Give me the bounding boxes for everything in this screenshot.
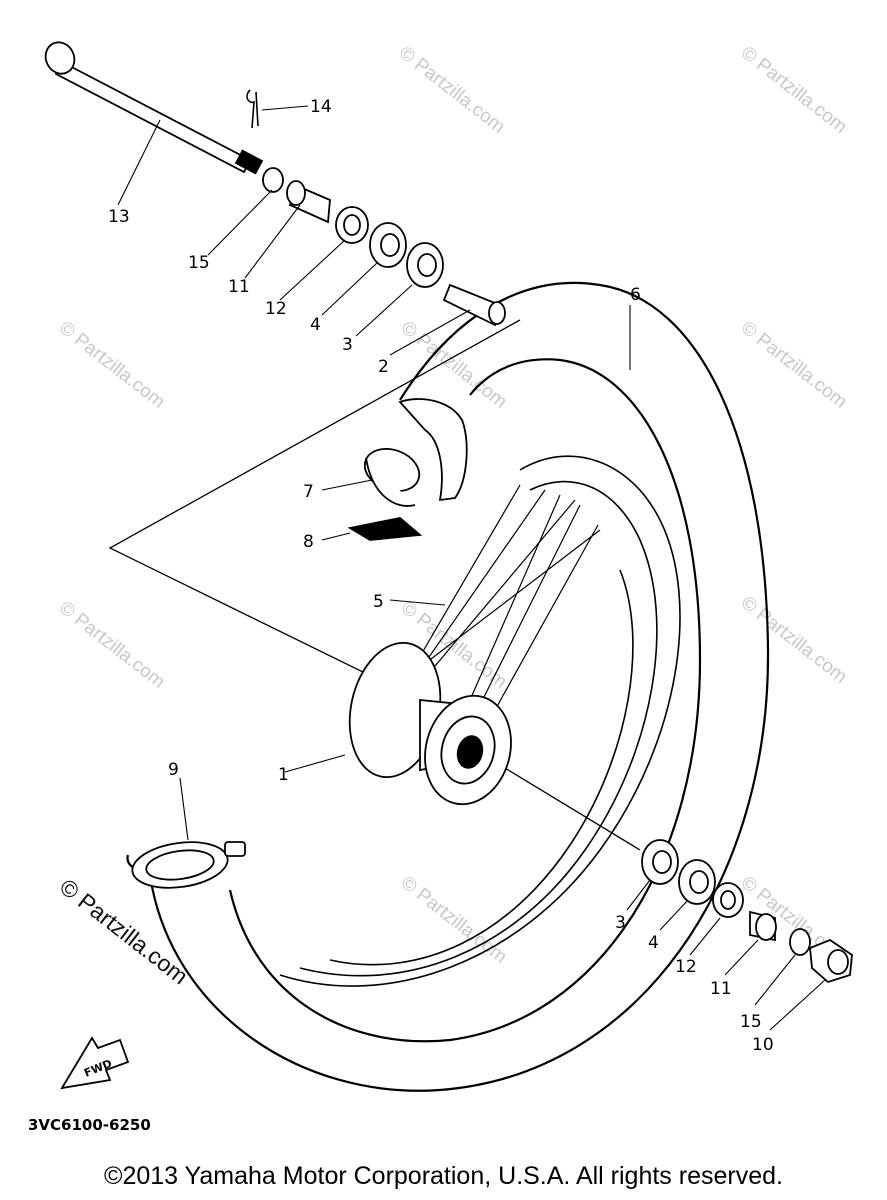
watermark: © Partzilla.com: [737, 592, 851, 687]
callout-13: 13: [108, 207, 130, 227]
copyright-notice: ©2013 Yamaha Motor Corporation, U.S.A. A…: [104, 1162, 783, 1190]
tube-section: [347, 398, 468, 541]
watermark: © Partzilla.com: [55, 317, 169, 412]
watermark: © Partzilla.com: [397, 872, 511, 967]
callout-11-lower: 11: [710, 979, 732, 999]
callout-10: 10: [752, 1035, 774, 1055]
callout-3-upper: 3: [342, 335, 353, 355]
callout-labels: 13 14 15 11 12 4 3 2 6 7 8 5 1 9 3 4 12 …: [108, 97, 774, 1055]
left-side-parts: [262, 167, 506, 327]
axle: [44, 41, 264, 175]
rim: [279, 455, 681, 987]
callout-14: 14: [310, 97, 332, 117]
watermark-layer: © Partzilla.com © Partzilla.com © Partzi…: [55, 42, 851, 967]
watermark: © Partzilla.com: [395, 42, 509, 137]
callout-9: 9: [168, 760, 179, 780]
spacer-2: [442, 283, 502, 327]
speedometer-gear-unit: [131, 841, 246, 889]
hub: [348, 641, 512, 806]
leader-lines: [117, 105, 826, 1031]
washer-15-left: [262, 167, 284, 193]
cotter-pin: [246, 89, 259, 129]
watermark: © Partzilla.com: [55, 597, 169, 692]
callout-4-lower: 4: [648, 933, 659, 953]
callout-15-upper: 15: [188, 253, 210, 273]
watermark-prominent: © Partzilla.com: [55, 873, 193, 989]
callout-2: 2: [378, 357, 389, 377]
callout-12-lower: 12: [675, 957, 697, 977]
watermark: © Partzilla.com: [737, 42, 851, 137]
assembly-guide-lines: [108, 319, 641, 851]
callout-4-upper: 4: [310, 315, 321, 335]
callout-7: 7: [303, 482, 314, 502]
washer-15-right: [789, 928, 811, 956]
callout-6: 6: [630, 285, 641, 305]
callout-1: 1: [278, 765, 289, 785]
diagram-code: 3VC6100-6250: [28, 1116, 151, 1134]
callout-12-upper: 12: [265, 299, 287, 319]
callout-3-lower: 3: [615, 913, 626, 933]
callout-8: 8: [303, 532, 314, 552]
callout-11-upper: 11: [228, 277, 250, 297]
spokes: [409, 484, 601, 711]
callout-5: 5: [373, 592, 384, 612]
watermark: © Partzilla.com: [737, 317, 851, 412]
forward-arrow-icon: FWD: [60, 1036, 130, 1090]
right-side-parts: [641, 839, 853, 984]
callout-15-lower: 15: [740, 1012, 762, 1032]
